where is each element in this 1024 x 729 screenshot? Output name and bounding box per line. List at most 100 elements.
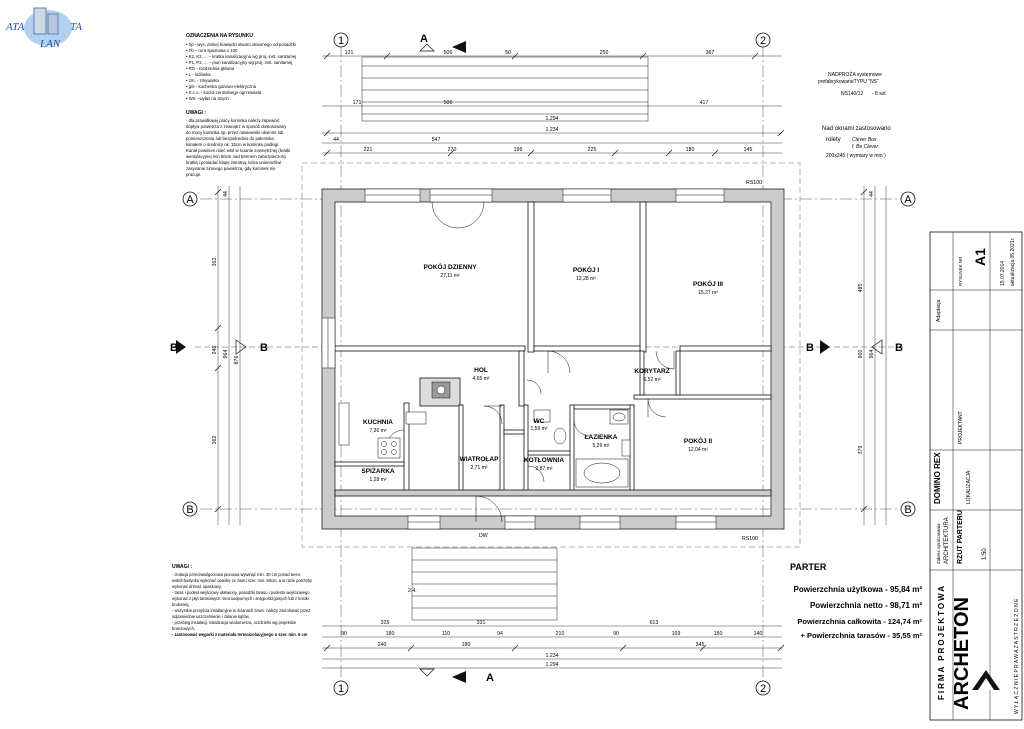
room-pantry: SPIŻARKA 1,28 m² [361, 467, 395, 483]
room-bathroom: ŁAZIENKA 5,29 m² [585, 434, 618, 449]
room-name: POKÓJ DZIENNY [423, 262, 477, 271]
roof-outline [301, 162, 801, 548]
summary-total: Powierzchnia całkowita - 124,74 m² [797, 617, 922, 626]
room-hall: HOL 4,65 m² [473, 367, 490, 382]
room-area: 6,52 m² [644, 377, 661, 383]
legend-notes-title: UWAGI : [186, 110, 206, 116]
dim-left: 44 [223, 191, 229, 197]
room-name: KORYTARZ [634, 368, 669, 375]
legend-note: kratką i posiadać klapę zwrotną, która u… [186, 160, 281, 165]
room-area: 1,59 m² [531, 426, 548, 432]
room-area: 5,29 m² [593, 443, 610, 449]
dim-top: 270 [448, 147, 457, 153]
dim-bottom: 180 [462, 642, 471, 648]
room-3: POKÓJ III 15,27 m² [693, 279, 723, 296]
doors [385, 201, 675, 523]
drawing-date: 15.07.2014 [1000, 261, 1006, 286]
summary-usable: Powierzchnia użytkowa - 95,84 m² [794, 585, 923, 594]
dim-right: 44 [869, 191, 875, 197]
dim-top: 196 [514, 147, 523, 153]
legend-title: OZNACZENIA NA RYSUNKU [186, 33, 253, 39]
bottom-note: - zastosować węgarki z materiału termoiz… [172, 632, 308, 637]
legend-note: pomieszczenia lub bezpośrednio do paleni… [186, 136, 274, 141]
grid-labels: A A B B 1 2 1 2 [186, 35, 912, 695]
dim-top: 221 [364, 147, 373, 153]
section-label-b: B [806, 342, 814, 354]
rs-marker: RS100 [742, 536, 758, 542]
section-label-b: B [170, 342, 178, 354]
bottom-note: - wszystkie przejścia instalacyjne w ści… [172, 608, 310, 613]
dim-top: 1.294 [546, 116, 559, 122]
legend-item: • K.c.o. - kocioł centralnego ogrzewania [186, 90, 262, 95]
scope-label: Zakres opracowania [936, 523, 941, 564]
rs-marker: RS100 [746, 180, 762, 186]
dim-top: 180 [686, 147, 695, 153]
firm-label: FIRMA PROJEKTOWA [937, 584, 946, 700]
bottom-note: brukowej, [172, 602, 190, 607]
room-area: 15,27 m² [698, 290, 718, 296]
firm-name: ARCHETON [951, 597, 973, 710]
room-name: POKÓJ II [684, 436, 712, 445]
room-living: POKÓJ DZIENNY 27,11 m² [423, 262, 477, 279]
grid-label-1: 1 [338, 35, 344, 47]
drawing-number: A1 [972, 248, 988, 266]
bottom-notes-title: UWAGI : [172, 564, 192, 570]
section-label-b: B [895, 342, 903, 354]
room-2: POKÓJ II 12,04 m² [684, 436, 712, 453]
dim-bottom: 240 [378, 642, 387, 648]
room-wc: WC 1,59 m² [531, 418, 548, 432]
dim-top: 1.234 [546, 127, 559, 133]
bottom-note: - taras i podest wejściowy ułatwiony, po… [172, 590, 310, 595]
legend-note: dopływ powietrza z zewnątrz w sposób dos… [186, 124, 287, 129]
roller-line: f. Be Clever. [852, 144, 879, 150]
dim-bottom: 345 [696, 642, 705, 648]
bottom-note: wykonać z płyt tarasowych mrozoodpornych… [172, 596, 309, 601]
bottom-note: - przebieg instalacji, lokalizacja wodom… [172, 620, 296, 625]
dim-top: 547 [432, 137, 441, 143]
dim-bottom: 325 [381, 620, 390, 626]
logo-text-bottom: LAN [39, 38, 61, 50]
room-name: HOL [474, 367, 488, 374]
designer-label: PROJEKTANT [958, 411, 964, 444]
grid-label-2: 2 [760, 35, 766, 47]
room-boiler: KOTŁOWNIA 2,87 m² [524, 457, 564, 472]
dim-right: 964 [869, 350, 875, 359]
dim-top: 171 [353, 100, 362, 106]
room-area: 1,28 m² [370, 477, 387, 483]
dim-bottom: 613 [650, 620, 659, 626]
dim-top: 506 [444, 100, 453, 106]
dim-top: 506 [444, 50, 453, 56]
dim-bottom: 90 [613, 631, 619, 637]
legend-item: • L - lodówka [186, 72, 211, 77]
drawing-update: aktualizacja 05.2021r. [1010, 238, 1016, 286]
room-vestibule: WIATROŁAP 2,71 m² [460, 456, 500, 471]
bottom-note: wykonać drenaż opaskowy, [172, 584, 222, 589]
room-name: POKÓJ III [693, 279, 723, 288]
title-block-texts: FIRMA PROJEKTOWA ARCHETON Zakres opracow… [933, 238, 1020, 714]
room-name: WIATROŁAP [460, 456, 500, 463]
legend-item: • hp - wys. dolnej krawędzi otworu okien… [186, 42, 296, 47]
dim-bottom: 1.234 [546, 653, 559, 659]
section-label-b: B [260, 342, 268, 354]
legend-item: • WS - wyłaz na strych [186, 96, 229, 101]
room-1: POKÓJ I 12,28 m² [573, 265, 600, 282]
dim-bottom: 90 [341, 631, 347, 637]
lintel-count: - 8 szt. [872, 91, 887, 97]
grid-label-2: 2 [760, 683, 766, 695]
legend-item: • g/e - kuchenka gazowo-elektryczna [186, 84, 257, 89]
section-label-a: A [420, 33, 428, 45]
legend-note: Kanał powinien mieć wlot w ścianie zewnę… [186, 148, 290, 153]
dim-bottom: 331 [477, 620, 486, 626]
legend-note: kanałem o średnicy ok. 15cm w kominku po… [186, 142, 279, 147]
dim-top: 417 [700, 100, 709, 106]
dim-top: 225 [588, 147, 597, 153]
room-name: POKÓJ I [573, 265, 600, 274]
dim-bottom: 210 [556, 631, 565, 637]
dimension-ticks [214, 52, 868, 652]
grid-bubbles [182, 32, 916, 696]
project-name: DOMINO REX [933, 452, 942, 504]
room-area: 12,04 m² [688, 447, 708, 453]
legend-item: • Fb – rura spustowa o 100 [186, 48, 238, 53]
room-corridor: KORYTARZ 6,52 m² [634, 368, 669, 383]
